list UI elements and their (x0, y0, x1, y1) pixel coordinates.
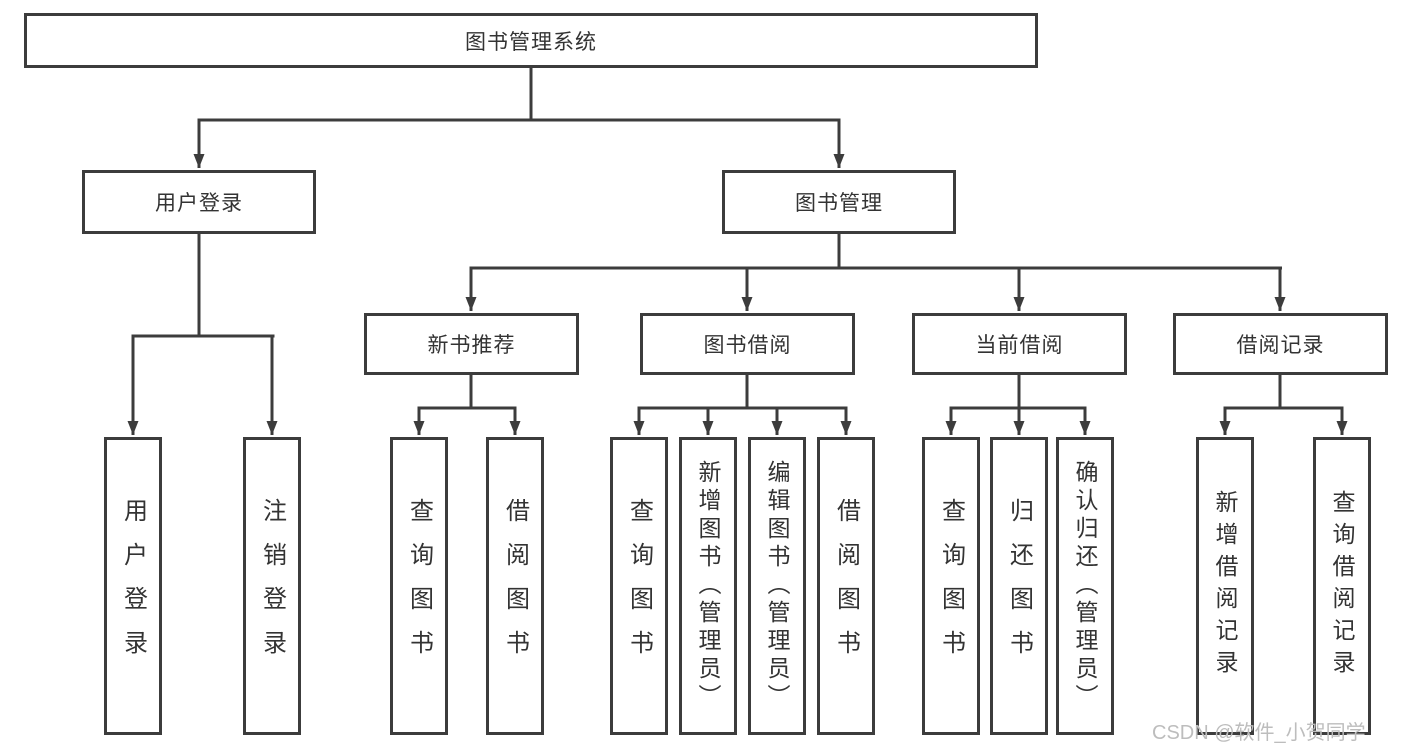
node-user-login: 用户登录 (82, 170, 316, 234)
node-book-management: 图书管理 (722, 170, 956, 234)
leaf-edit-books-admin: 编辑图书（管理员） (748, 437, 806, 735)
leaf-borrow-books: 借阅图书 (817, 437, 875, 735)
node-library-management-system: 图书管理系统 (24, 13, 1038, 68)
node-label: 图书管理 (795, 192, 883, 215)
leaf-label: 归还图书 (1005, 498, 1033, 674)
leaf-user-login: 用户登录 (104, 437, 162, 735)
leaf-label: 确认归还（管理员） (1072, 460, 1098, 712)
leaf-query-books: 查询图书 (922, 437, 980, 735)
leaf-label: 借阅图书 (832, 498, 860, 674)
node-label: 用户登录 (155, 192, 243, 215)
leaf-label: 编辑图书（管理员） (764, 460, 790, 712)
node-book-borrowing: 图书借阅 (640, 313, 855, 375)
node-label: 当前借阅 (975, 334, 1064, 357)
leaf-return-books: 归还图书 (990, 437, 1048, 735)
leaf-label: 用户登录 (119, 498, 147, 674)
leaf-logout: 注销登录 (243, 437, 301, 735)
csdn-watermark: CSDN @软件_小贺同学 (1152, 722, 1366, 744)
leaf-label: 查询借阅记录 (1329, 490, 1355, 682)
node-label: 图书管理系统 (465, 30, 597, 54)
leaf-add-borrow-record: 新增借阅记录 (1196, 437, 1254, 735)
leaf-label: 注销登录 (258, 498, 286, 674)
leaf-label: 新增借阅记录 (1212, 490, 1238, 682)
leaf-label: 借阅图书 (501, 498, 529, 674)
leaf-query-borrow-record: 查询借阅记录 (1313, 437, 1371, 735)
node-label: 借阅记录 (1236, 334, 1325, 357)
leaf-query-books: 查询图书 (610, 437, 668, 735)
leaf-label: 新增图书（管理员） (695, 460, 721, 712)
leaf-add-books-admin: 新增图书（管理员） (679, 437, 737, 735)
leaf-confirm-return-admin: 确认归还（管理员） (1056, 437, 1114, 735)
node-label: 图书借阅 (703, 334, 792, 357)
leaf-query-books: 查询图书 (390, 437, 448, 735)
leaf-label: 查询图书 (625, 498, 653, 674)
leaf-borrow-books: 借阅图书 (486, 437, 544, 735)
node-borrow-records: 借阅记录 (1173, 313, 1388, 375)
node-new-book-recommend: 新书推荐 (364, 313, 579, 375)
node-current-borrowing: 当前借阅 (912, 313, 1127, 375)
node-label: 新书推荐 (427, 334, 516, 357)
leaf-label: 查询图书 (937, 498, 965, 674)
leaf-label: 查询图书 (405, 498, 433, 674)
